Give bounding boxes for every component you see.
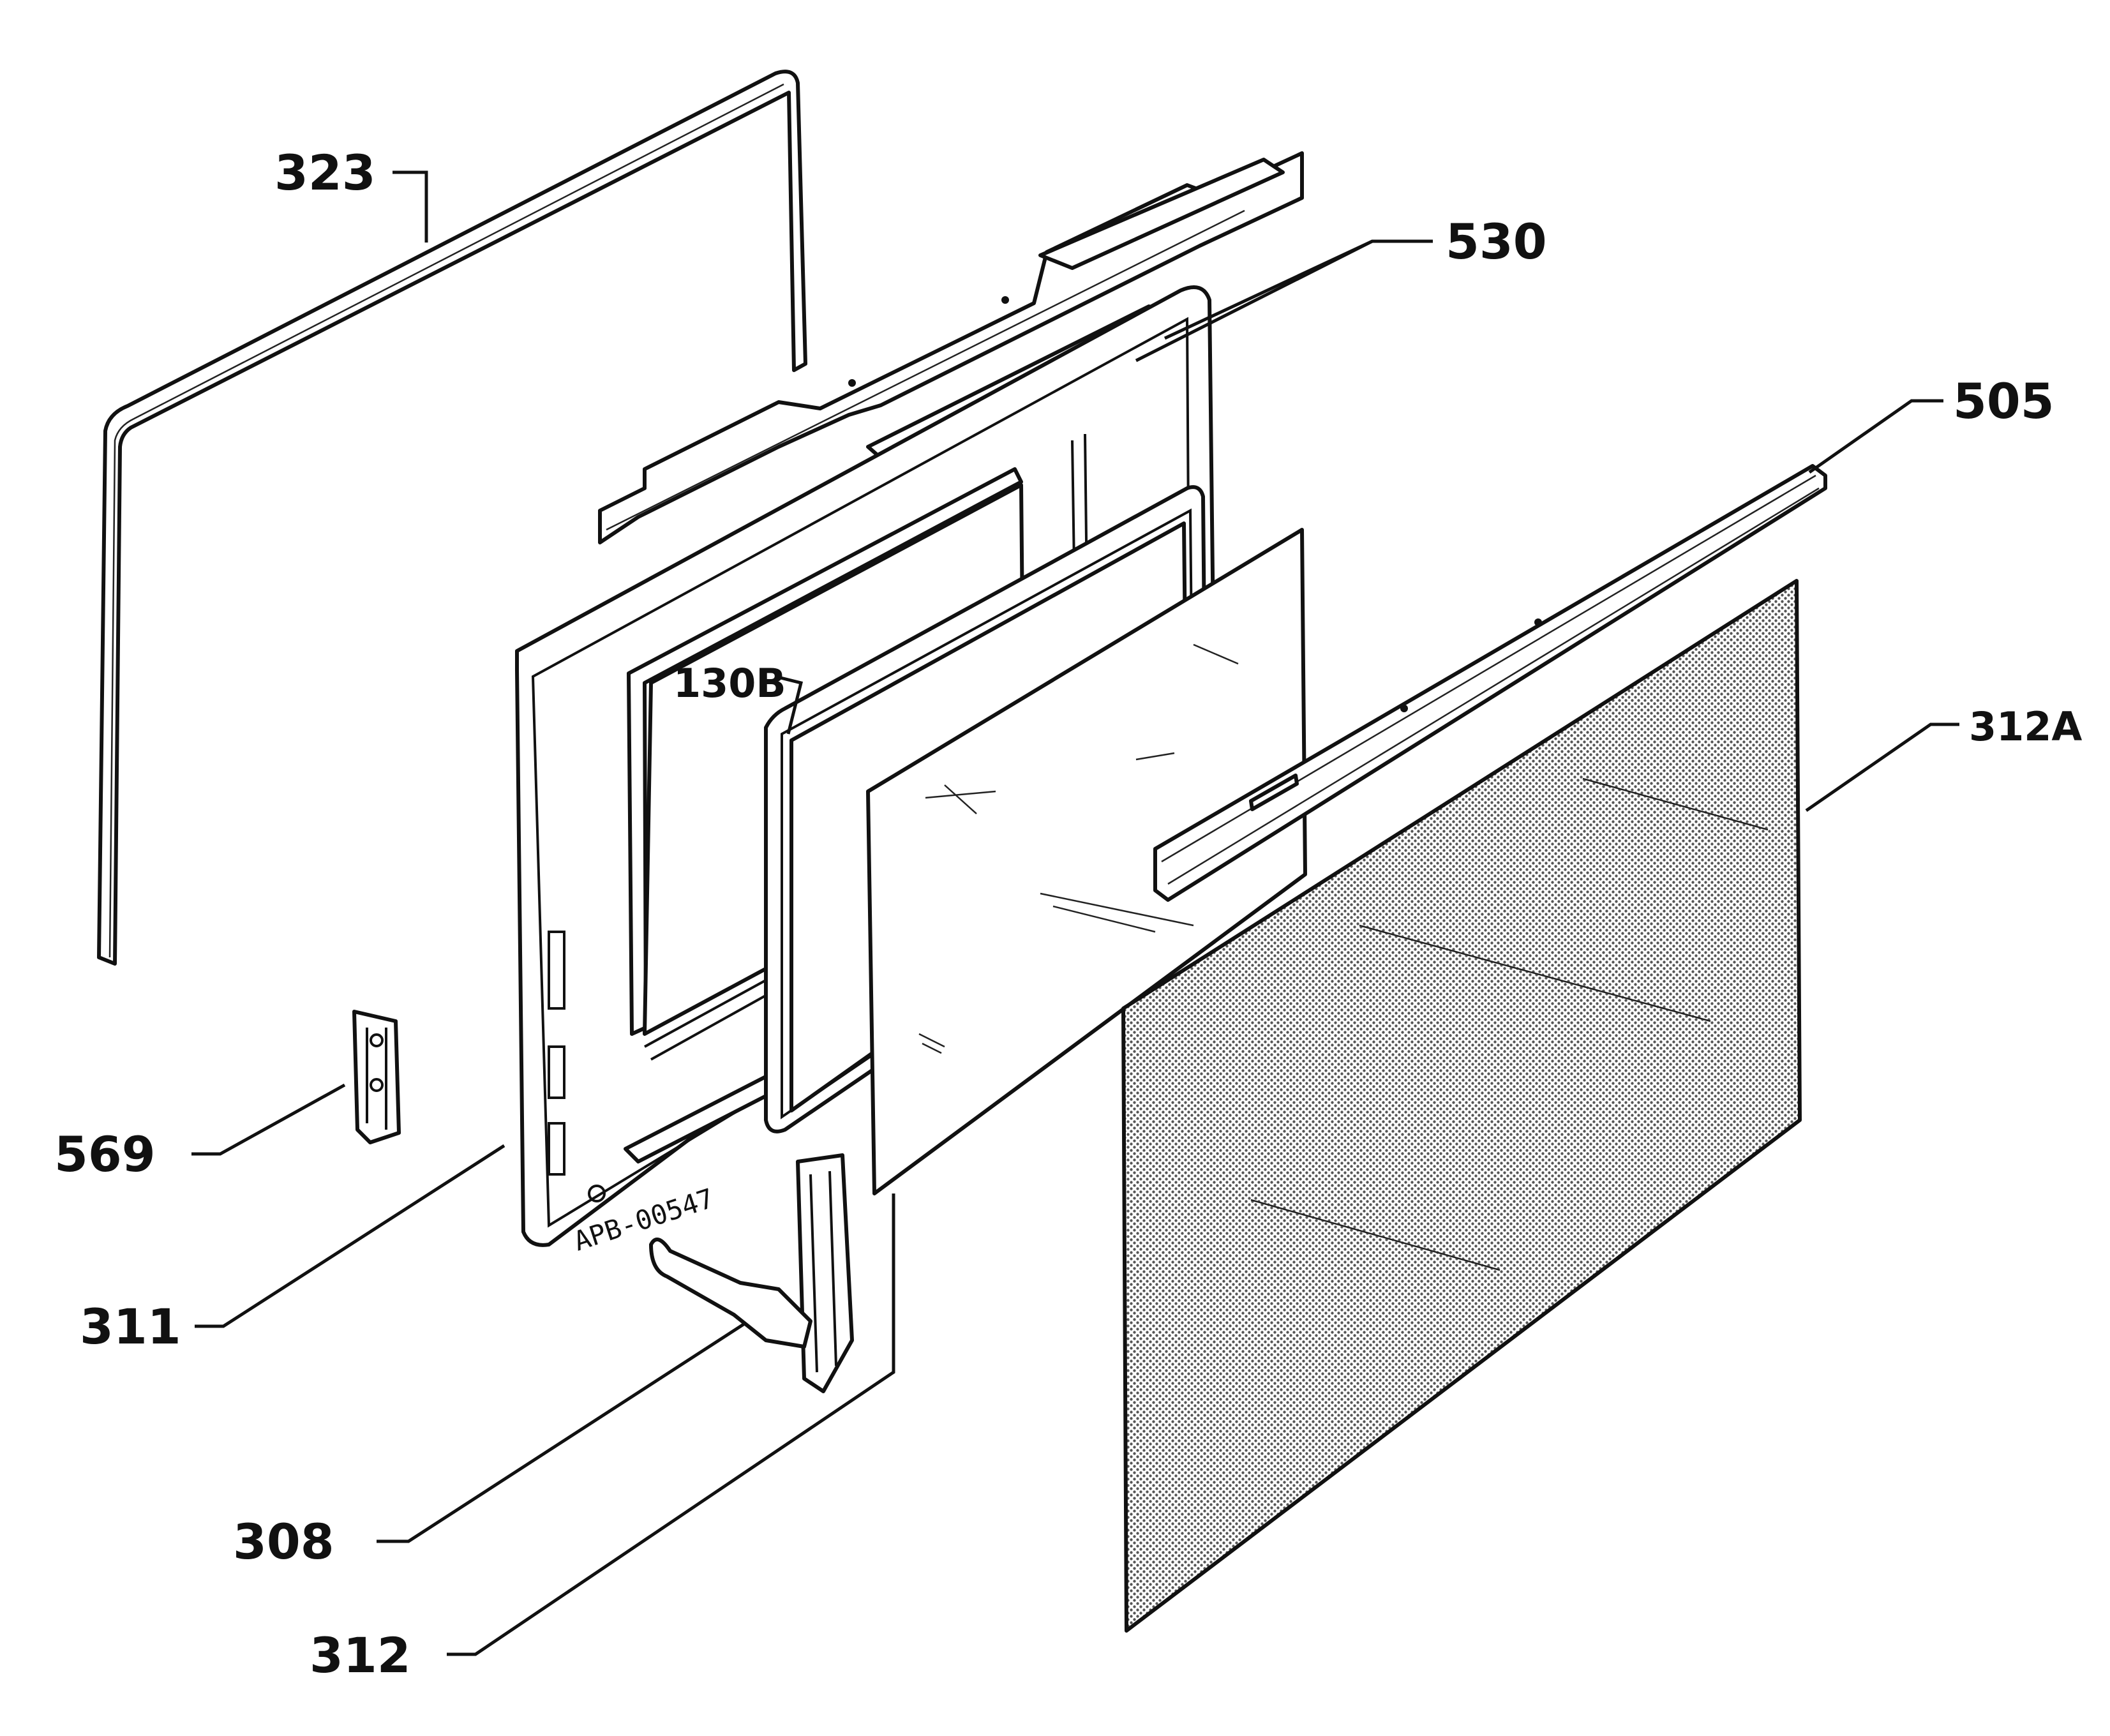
part-323-seal [97,70,807,966]
label-569: 569 [54,1126,156,1183]
leader-311 [195,1144,505,1328]
part-312-hinge-bracket [796,1153,854,1393]
label-312: 312 [310,1627,411,1684]
label-323: 323 [274,144,376,201]
part-312A-front-glass [1121,579,1802,1633]
label-312A: 312A [1969,703,2082,750]
leader-lines [191,170,1959,1656]
part-569-hinge-clip [352,1010,401,1144]
leader-312 [447,1194,895,1656]
leader-530-b [1163,239,1373,340]
label-311: 311 [80,1298,181,1355]
leader-130B [775,675,804,735]
label-130B: 130B [673,660,786,707]
part-505-glass-holder-strip [1153,464,1827,902]
leader-569 [191,1083,346,1156]
leader-323 [393,170,428,243]
label-308: 308 [233,1513,334,1570]
label-530: 530 [1446,213,1547,270]
part-glass-pane-middle [866,528,1307,1195]
part-308-hinge-lever [649,1238,812,1349]
leader-308 [377,1322,745,1543]
leader-312A [1805,722,1959,812]
leader-505 [1808,399,1943,474]
label-505: 505 [1953,373,2054,430]
